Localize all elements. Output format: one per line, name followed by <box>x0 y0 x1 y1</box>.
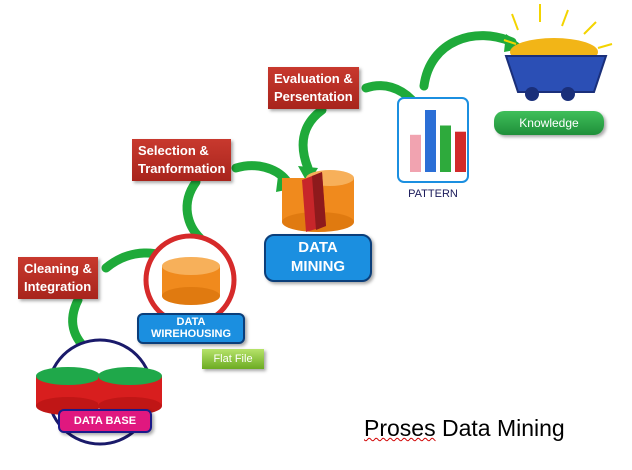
pattern-bar <box>455 131 466 172</box>
warehouse-node <box>143 233 237 327</box>
arrow-selection-to-warehouse <box>182 177 205 243</box>
caption-word-proses: Proses <box>364 415 436 441</box>
caption-rest: Data Mining <box>435 415 565 441</box>
arrow-selection-to-mining <box>231 161 291 185</box>
mining-dark-slice <box>312 172 326 230</box>
data-mining-label: DATA MINING <box>264 234 372 282</box>
diagram-caption: Proses Data Mining <box>364 415 565 442</box>
db-cylinder-left-top <box>36 367 100 385</box>
warehouse-cylinder-bottom <box>162 287 220 305</box>
db-cylinder-right-top <box>98 367 162 385</box>
mining-node <box>282 170 354 232</box>
pattern-bars <box>410 110 466 172</box>
arrow-evaluation-to-mining <box>298 105 327 173</box>
pattern-label: PATTERN <box>408 188 458 200</box>
step-cleaning-line1: Cleaning & <box>24 261 92 276</box>
arrow-pattern-to-knowledge <box>419 31 517 91</box>
pattern-bar <box>425 110 436 172</box>
flat-file-label: Flat File <box>202 349 264 369</box>
mining-label-line1: DATA <box>298 239 338 256</box>
pattern-node <box>397 97 469 183</box>
mining-label-line2: MINING <box>290 258 346 275</box>
data-base-label: DATA BASE <box>58 409 152 433</box>
pattern-bar <box>440 125 451 172</box>
step-evaluation-line1: Evaluation & <box>274 71 353 86</box>
cart-body <box>504 55 608 93</box>
step-selection-line1: Selection & <box>138 143 209 158</box>
gold-rays-icon <box>503 4 613 49</box>
cart-wheel-right <box>561 87 575 101</box>
data-warehousing-label: DATA WIREHOUSING <box>137 313 245 344</box>
step-evaluation-line2: Persentation <box>274 89 353 104</box>
knowledge-label: Knowledge <box>494 111 604 135</box>
warehouse-cylinder-top <box>162 257 220 275</box>
step-selection-line2: Tranformation <box>138 161 226 176</box>
pattern-bar <box>410 134 421 172</box>
cart-wheel-left <box>525 87 539 101</box>
warehousing-label-line1: DATA <box>176 316 206 328</box>
flow-arrows <box>68 31 517 357</box>
step-selection-transformation: Selection & Tranformation <box>132 139 232 181</box>
step-cleaning-line2: Integration <box>24 279 92 294</box>
step-evaluation-presentation: Evaluation & Persentation <box>268 67 359 109</box>
warehousing-label-line2: WIREHOUSING <box>150 328 232 340</box>
knowledge-cart <box>503 4 613 101</box>
step-cleaning-integration: Cleaning & Integration <box>18 257 98 299</box>
